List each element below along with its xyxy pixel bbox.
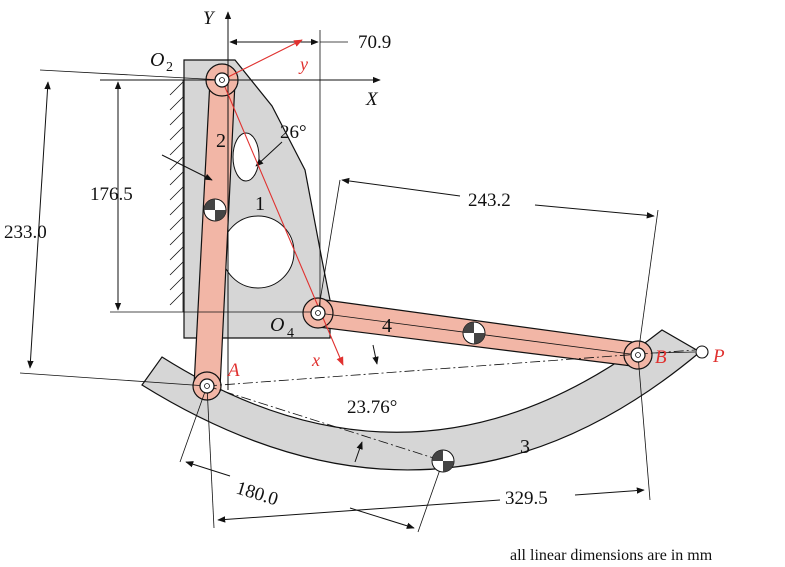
label-180-0: 180.0 <box>234 478 281 511</box>
label-329-5: 329.5 <box>505 488 548 509</box>
label-y-local: y <box>298 54 308 74</box>
label-o4: O <box>270 314 284 336</box>
mass-centers <box>203 198 486 473</box>
pin-joints <box>199 72 709 394</box>
label-243-2: 243.2 <box>468 190 511 211</box>
label-o4-sub: 4 <box>287 326 294 341</box>
label-point-b: B <box>655 347 667 368</box>
label-y-global: Y <box>203 8 216 29</box>
label-o2: O <box>150 49 164 71</box>
label-233-0: 233.0 <box>4 222 47 243</box>
label-link-2: 2 <box>216 130 226 152</box>
frame-hole-small <box>232 132 260 182</box>
label-x-global: X <box>365 89 379 110</box>
label-176-5: 176.5 <box>90 184 133 205</box>
label-link-4: 4 <box>382 315 392 337</box>
label-23-76-deg: 23.76° <box>347 397 397 418</box>
label-point-p: P <box>712 346 725 367</box>
label-link-1: 1 <box>255 193 265 215</box>
label-x-local: x <box>311 350 320 370</box>
point-p-marker <box>695 345 709 359</box>
label-70-9: 70.9 <box>358 32 391 53</box>
construction-lines <box>19 11 696 533</box>
frame-hole-large <box>221 215 295 289</box>
mass-center-link-3 <box>431 449 455 473</box>
units-note: all linear dimensions are in mm <box>510 547 713 564</box>
mass-center-link-2 <box>203 198 227 222</box>
label-26-deg: 26° <box>280 122 307 143</box>
label-o2-sub: 2 <box>166 60 173 75</box>
label-point-a: A <box>226 360 240 381</box>
ground-hatching <box>169 80 184 312</box>
label-link-3: 3 <box>520 436 530 458</box>
mass-center-link-4 <box>462 321 486 345</box>
